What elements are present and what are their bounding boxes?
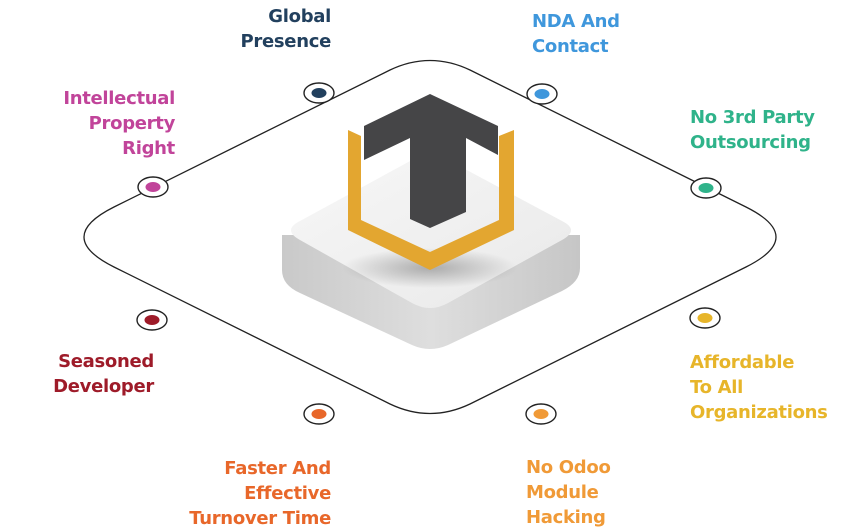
label-line: Faster And [189, 456, 331, 481]
label-line: Affordable [690, 350, 828, 375]
node-faster-and-effective-turnover-time [304, 404, 334, 424]
node-global-presence [304, 83, 334, 103]
label-line: Outsourcing [690, 130, 815, 155]
label-line: Intellectual [63, 86, 175, 111]
node-no-odoo-module-hacking [526, 404, 556, 424]
node-dot [535, 89, 550, 99]
node-intellectual-property-right [138, 177, 168, 197]
label-line: Hacking [526, 505, 611, 530]
node-dot [534, 409, 549, 419]
label-line: Presence [241, 29, 332, 54]
label-line: Module [526, 480, 611, 505]
label-line: Organizations [690, 400, 828, 425]
node-nda-and-contact [527, 84, 557, 104]
node-no-3rd-party-outsourcing [691, 178, 721, 198]
label-line: Right [63, 136, 175, 161]
node-affordable-to-all-organizations [690, 308, 720, 328]
node-dot [145, 315, 160, 325]
label-line: To All [690, 375, 828, 400]
label-line: Seasoned [53, 349, 154, 374]
node-dot [698, 313, 713, 323]
label-line: Developer [53, 374, 154, 399]
label-line: Global [241, 4, 332, 29]
label-line: Contact [532, 34, 620, 59]
label-line: Property [63, 111, 175, 136]
node-dot [312, 88, 327, 98]
node-dot [312, 409, 327, 419]
label-line: Turnover Time [189, 506, 331, 531]
label-line: No 3rd Party [690, 105, 815, 130]
node-dot [146, 182, 161, 192]
node-dot [699, 183, 714, 193]
label-line: Effective [189, 481, 331, 506]
label-line: NDA And [532, 9, 620, 34]
node-seasoned-developer [137, 310, 167, 330]
label-line: No Odoo [526, 455, 611, 480]
